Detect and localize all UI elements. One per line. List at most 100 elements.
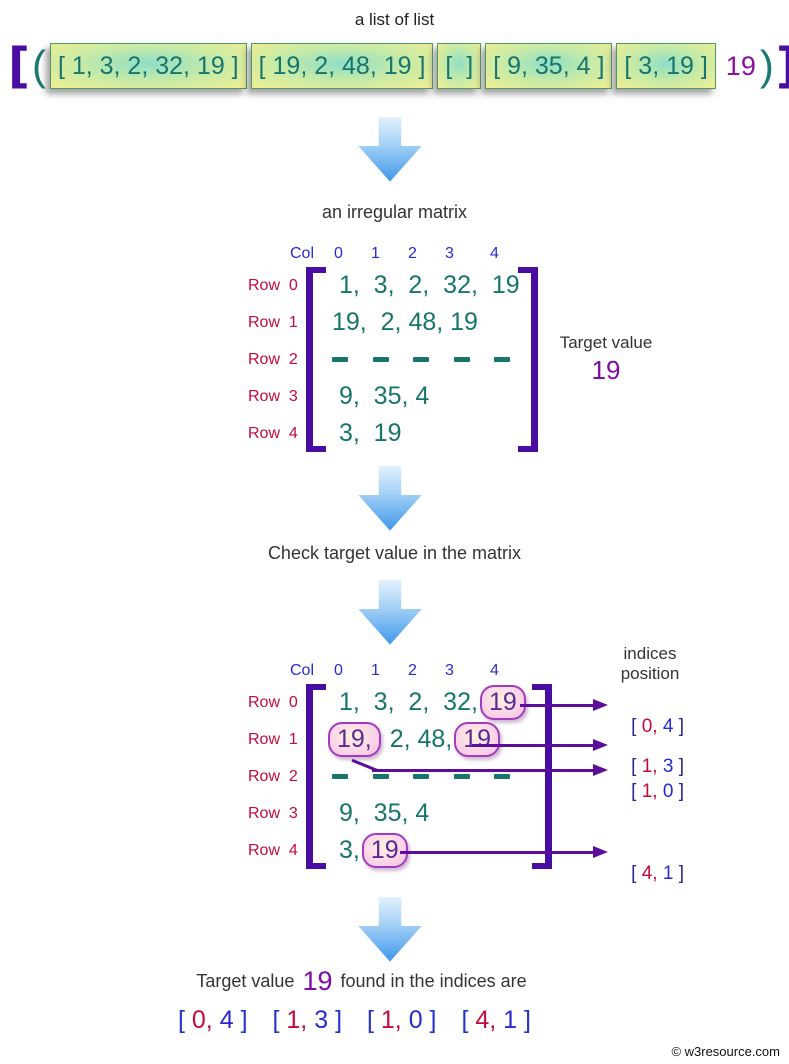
title-a-list-of-list: a list of list <box>354 10 435 29</box>
dash-mark <box>453 357 470 362</box>
row-label-4: Row 4 <box>248 424 298 442</box>
target-value-number: 19 <box>591 355 621 385</box>
matrix-close-bracket <box>518 267 538 452</box>
matrix-2: Col 0 1 2 3 4 Row 0 Row 1 Row 2 Row 3 Ro… <box>248 660 578 869</box>
label-check-target: Check target value in the matrix <box>267 543 522 563</box>
col-index-0: 0 <box>334 662 343 679</box>
col-label: Col <box>290 245 315 262</box>
copyright-notice: © w3resource.com <box>671 1044 780 1059</box>
row-label-2: Row 2 <box>248 350 298 368</box>
index-label-1: [ 1, 3 ] <box>631 756 684 777</box>
row-label-3: Row 3 <box>248 387 298 405</box>
arrowhead-icon <box>593 846 608 858</box>
arrowhead-icon <box>593 739 608 751</box>
col-index-1: 1 <box>371 662 380 679</box>
matrix-2-row-0: 1, 3, 2, 32, 19 <box>332 684 532 721</box>
list-box-0: [ 1, 3, 2, 32, 19 ] <box>49 43 247 89</box>
target-value-block: Target value 19 <box>548 333 664 386</box>
label-irregular-matrix: an irregular matrix <box>321 202 468 222</box>
col-index-3: 3 <box>445 662 454 679</box>
connector-line-4 <box>400 851 598 854</box>
down-arrow-icon <box>358 580 422 645</box>
matrix-open-bracket <box>306 267 326 452</box>
indices-word: indices <box>623 644 677 663</box>
close-paren: ) <box>759 41 774 89</box>
connector-line-3 <box>372 769 598 772</box>
dash-mark <box>372 774 389 779</box>
matrix-2-row-2-empty <box>332 758 510 795</box>
result-index-0: [ 0, 4 ] <box>178 1006 248 1034</box>
open-paren: ( <box>31 41 46 89</box>
down-arrow-icon <box>358 117 422 182</box>
matrix-1-row-4: 3, 19 <box>332 419 402 447</box>
highlight-bubble-r1c0: 19, <box>328 722 381 757</box>
col-index-2: 2 <box>408 245 417 262</box>
col-index-3: 3 <box>445 245 454 262</box>
result-suffix: found in the indices are <box>340 971 527 991</box>
col-index-1: 1 <box>371 245 380 262</box>
matrix-1-row-labels: Row 0 Row 1 Row 2 Row 3 Row 4 <box>248 267 306 452</box>
matrix-1-col-header: Col 0 1 2 3 4 <box>290 243 578 265</box>
row-label-1: Row 1 <box>248 730 298 748</box>
row-label-0: Row 0 <box>248 693 298 711</box>
connector-line-2 <box>472 744 598 747</box>
target-value-in-tuple: 19 <box>725 50 756 81</box>
list-box-4: [ 3, 19 ] <box>616 43 716 89</box>
row-4-values: 3, <box>332 836 360 864</box>
result-index-3: [ 4, 1 ] <box>461 1006 531 1034</box>
result-sentence: Target value 19 found in the indices are <box>0 966 789 997</box>
col-index-4: 4 <box>490 662 499 679</box>
outer-open-bracket: [ <box>8 38 30 94</box>
matrix-open-bracket <box>306 684 326 869</box>
col-index-2: 2 <box>408 662 417 679</box>
highlight-bubble-r1c3: 19 <box>454 722 501 757</box>
dash-mark <box>494 357 510 362</box>
dash-mark <box>453 774 470 779</box>
index-label-2: [ 1, 0 ] <box>631 781 684 802</box>
position-word: position <box>620 664 680 683</box>
col-index-4: 4 <box>490 245 499 262</box>
index-label-3: [ 4, 1 ] <box>631 863 684 884</box>
highlight-bubble-r0c4: 19 <box>479 685 526 720</box>
arrowhead-icon <box>593 699 608 711</box>
row-label-3: Row 3 <box>248 804 298 822</box>
dash-mark <box>413 774 429 779</box>
list-box-1: [ 19, 2, 48, 19 ] <box>250 43 434 89</box>
list-box-3: [ 9, 35, 4 ] <box>485 43 613 89</box>
result-index-1: [ 1, 3 ] <box>272 1006 343 1034</box>
result-target-value: 19 <box>302 966 333 996</box>
indices-position-heading: indices position <box>598 644 702 684</box>
result-indices-row: [ 0, 4 ] [ 1, 3 ] [ 1, 0 ] [ 4, 1 ] <box>0 1006 789 1035</box>
matrix-1-row-0: 1, 3, 2, 32, 19 <box>332 271 520 299</box>
row-0-values: 1, 3, 2, 32, <box>332 688 478 716</box>
row-label-4: Row 4 <box>248 841 298 859</box>
matrix-2-row-4: 3, 19 <box>332 832 532 869</box>
dash-mark <box>332 357 348 362</box>
result-index-2: [ 1, 0 ] <box>366 1006 437 1034</box>
down-arrow-icon <box>358 897 422 962</box>
matrix-1-row-1: 19, 2, 48, 19 <box>332 308 478 336</box>
highlight-bubble-r4c1: 19 <box>361 833 408 868</box>
arrowhead-icon <box>593 764 608 776</box>
col-index-0: 0 <box>334 245 343 262</box>
dash-mark <box>372 357 389 362</box>
target-value-label: Target value <box>559 333 653 352</box>
matrix-close-bracket <box>532 684 552 869</box>
matrix-2-row-1: 19, 2, 48, 19 <box>326 721 532 758</box>
row-1-values: 2, 48, <box>382 725 453 753</box>
matrix-1-row-3: 9, 35, 4 <box>332 382 430 410</box>
down-arrow-icon <box>358 466 422 531</box>
result-prefix: Target value <box>196 971 295 991</box>
list-of-list-row: [ ( [ 1, 3, 2, 32, 19 ] [ 19, 2, 48, 19 … <box>8 38 789 94</box>
connector-line-1 <box>520 704 598 707</box>
list-box-2: [ ] <box>437 43 482 89</box>
matrix-2-row-labels: Row 0 Row 1 Row 2 Row 3 Row 4 <box>248 684 306 869</box>
dash-mark <box>494 774 510 779</box>
row-label-0: Row 0 <box>248 276 298 294</box>
outer-close-bracket: ] <box>776 42 789 90</box>
row-label-1: Row 1 <box>248 313 298 331</box>
matrix-1-row-2-empty <box>332 341 510 378</box>
index-label-0: [ 0, 4 ] <box>631 716 684 737</box>
matrix-2-col-header: Col 0 1 2 3 4 <box>290 660 578 682</box>
